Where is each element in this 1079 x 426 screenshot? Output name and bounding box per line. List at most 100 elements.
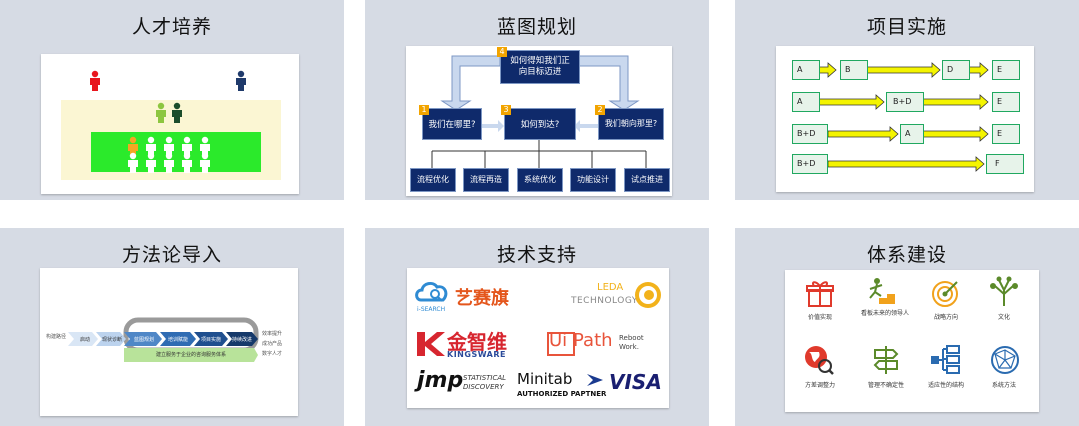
outcome-label: 数字人才: [262, 351, 283, 357]
panel-title: 人才培养: [131, 16, 212, 38]
runner-icon: [869, 278, 895, 304]
blueprint-bottom-box: 流程优化: [410, 168, 456, 192]
chevron-step: [194, 332, 228, 346]
phase-cell: E: [992, 92, 1020, 112]
methodology-svg: [68, 317, 259, 362]
visa-logo: VISA: [609, 370, 662, 394]
chevron-label: 蓝图规划: [133, 337, 154, 343]
blueprint-diagram: 4 如何得知我们正向目标迈进 1 我们在哪里? 3 如何到达? 2 我们朝向那里…: [406, 46, 672, 196]
box-label: 我们在哪里?: [428, 120, 476, 130]
talent-base-area: [91, 132, 261, 172]
chevron-step: [96, 332, 126, 346]
gift-icon: [806, 281, 834, 307]
phase-cell: A: [792, 92, 820, 112]
panel-title: 技术支持: [496, 244, 577, 266]
uipath-logo-path: Path: [573, 330, 613, 351]
system-label: 方差调整力: [804, 382, 835, 389]
isearch-logo-icon: [415, 281, 448, 302]
chevron-step: [160, 332, 196, 346]
arrow-left-loop: [440, 55, 501, 111]
leda-logo-bottom: TECHNOLOGY: [571, 296, 638, 306]
methodology-diagram: 构建路径 启动 现状诊断 蓝图规划 培训赋能 项目实施 持续改进 建立服务于企业…: [40, 268, 298, 416]
project-diagram: A B D E A B+D E B+D A E B+D F: [776, 46, 1034, 192]
system-label: 系统方法: [991, 382, 1016, 389]
phase-cell: B+D: [886, 92, 924, 112]
system-label: 适应性的结构: [927, 382, 964, 389]
banner-label: 建立服务于企业的咨询服务体系: [155, 352, 226, 358]
system-icons: 价值实现 看板未来的领导人 战略方向 文化 方差调整力 管理不确定性: [785, 270, 1039, 412]
system-label: 看板未来的领导人: [860, 310, 909, 317]
outcome-label: 成功产品: [262, 341, 283, 347]
phase-cell: F: [986, 154, 1024, 174]
panel-blueprint: 蓝图规划 4 如何得知我们正向目标迈进 1 我们在哪里?: [365, 0, 709, 200]
uipath-logo-tagline: Reboot Work.: [619, 334, 644, 351]
phase-cell: A: [900, 124, 924, 144]
target-icon: [932, 281, 958, 307]
chevron-step: [226, 332, 258, 346]
chevron-label: 启动: [79, 337, 90, 343]
panel-title: 体系建设: [866, 244, 947, 266]
leader-icon-red: [90, 70, 100, 91]
arrow-yellow: [827, 156, 985, 172]
step-number-badge: 4: [497, 47, 507, 57]
panel-talent: 人才培养: [0, 0, 344, 200]
chevron-label: 项目实施: [200, 337, 221, 343]
arrow-yellow: [815, 94, 885, 110]
arrow-right-loop: [577, 55, 640, 111]
kingsware-logo-icon: [417, 332, 445, 356]
methodology-left-label: 构建路径: [46, 334, 67, 340]
chevron-step: [68, 332, 98, 346]
blueprint-bottom-box: 系统优化: [517, 168, 563, 192]
box-label: 如何到达?: [520, 120, 560, 130]
blueprint-box-how: 3 如何到达?: [501, 105, 576, 140]
panel-system: 体系建设 价值实现 看板未来的领导人 战略: [735, 228, 1079, 426]
jmp-logo: jmp: [417, 368, 464, 393]
phase-cell: D: [942, 60, 970, 80]
talent-diagram: [41, 54, 299, 194]
leader-icon-navy: [236, 70, 246, 91]
step-number-badge: 3: [501, 105, 511, 115]
arrow-yellow: [865, 62, 941, 78]
box-label: 我们朝向那里?: [604, 119, 658, 128]
leda-logo-top: LEDA: [597, 282, 624, 293]
blueprint-box-where: 1 我们在哪里?: [419, 105, 482, 140]
chevron-label: 现状诊断: [101, 337, 122, 343]
phase-cell: B+D: [792, 154, 828, 174]
blueprint-box-towards: 2 我们朝向那里?: [595, 105, 664, 140]
outcome-label: 效率提升: [262, 331, 283, 337]
project-arrows-svg: [815, 62, 989, 172]
system-label: 管理不确定性: [867, 382, 904, 389]
blueprint-bottom-box: 流程再造: [463, 168, 509, 192]
talent-figures-svg: [61, 70, 281, 180]
arrow-yellow: [967, 62, 989, 78]
signpost-icon: [873, 346, 899, 374]
arrow-left: [574, 120, 598, 132]
phase-cell: E: [992, 60, 1020, 80]
service-banner: [124, 348, 258, 362]
chevron-step: [124, 332, 162, 346]
kingsware-logo-cn: 金智维: [447, 330, 507, 354]
leda-logo-icon: [635, 282, 661, 308]
arrow-yellow: [827, 126, 899, 142]
step-number-badge: 1: [419, 105, 429, 115]
isearch-logo-text: i-SEARCH: [417, 306, 446, 313]
panel-title: 蓝图规划: [496, 16, 577, 38]
box-label: 如何得知我们正向目标迈进: [510, 56, 570, 77]
system-label: 价值实现: [807, 314, 832, 321]
panel-methodology: 方法论导入 构建路径 启动 现状诊断 蓝图规划 培训赋能 项目实施 持续改进 建…: [0, 228, 344, 426]
uipath-logo-ui: Ui: [549, 330, 568, 351]
arrow-yellow: [921, 126, 989, 142]
panel-project: 项目实施 A B D E A B+D E: [735, 0, 1079, 200]
blueprint-svg: [431, 55, 647, 168]
tech-logos: i-SEARCH 艺赛旗 LEDA TECHNOLOGY 金智维 KINGSWA…: [407, 268, 669, 408]
kingsware-logo-en: KINGSWARE: [447, 350, 506, 359]
phase-cell: B: [840, 60, 868, 80]
chevron-label: 培训赋能: [167, 337, 188, 343]
globe-magnifier-icon: [805, 346, 834, 375]
arrow-right: [480, 120, 504, 132]
panel-title: 方法论导入: [121, 244, 222, 266]
blueprint-bottom-box: 试点推进: [624, 168, 670, 192]
jmp-logo-sub: DISCOVERY: [463, 383, 504, 391]
minitab-logo: Minitab: [517, 370, 573, 388]
minitab-logo-icon: [587, 374, 603, 386]
